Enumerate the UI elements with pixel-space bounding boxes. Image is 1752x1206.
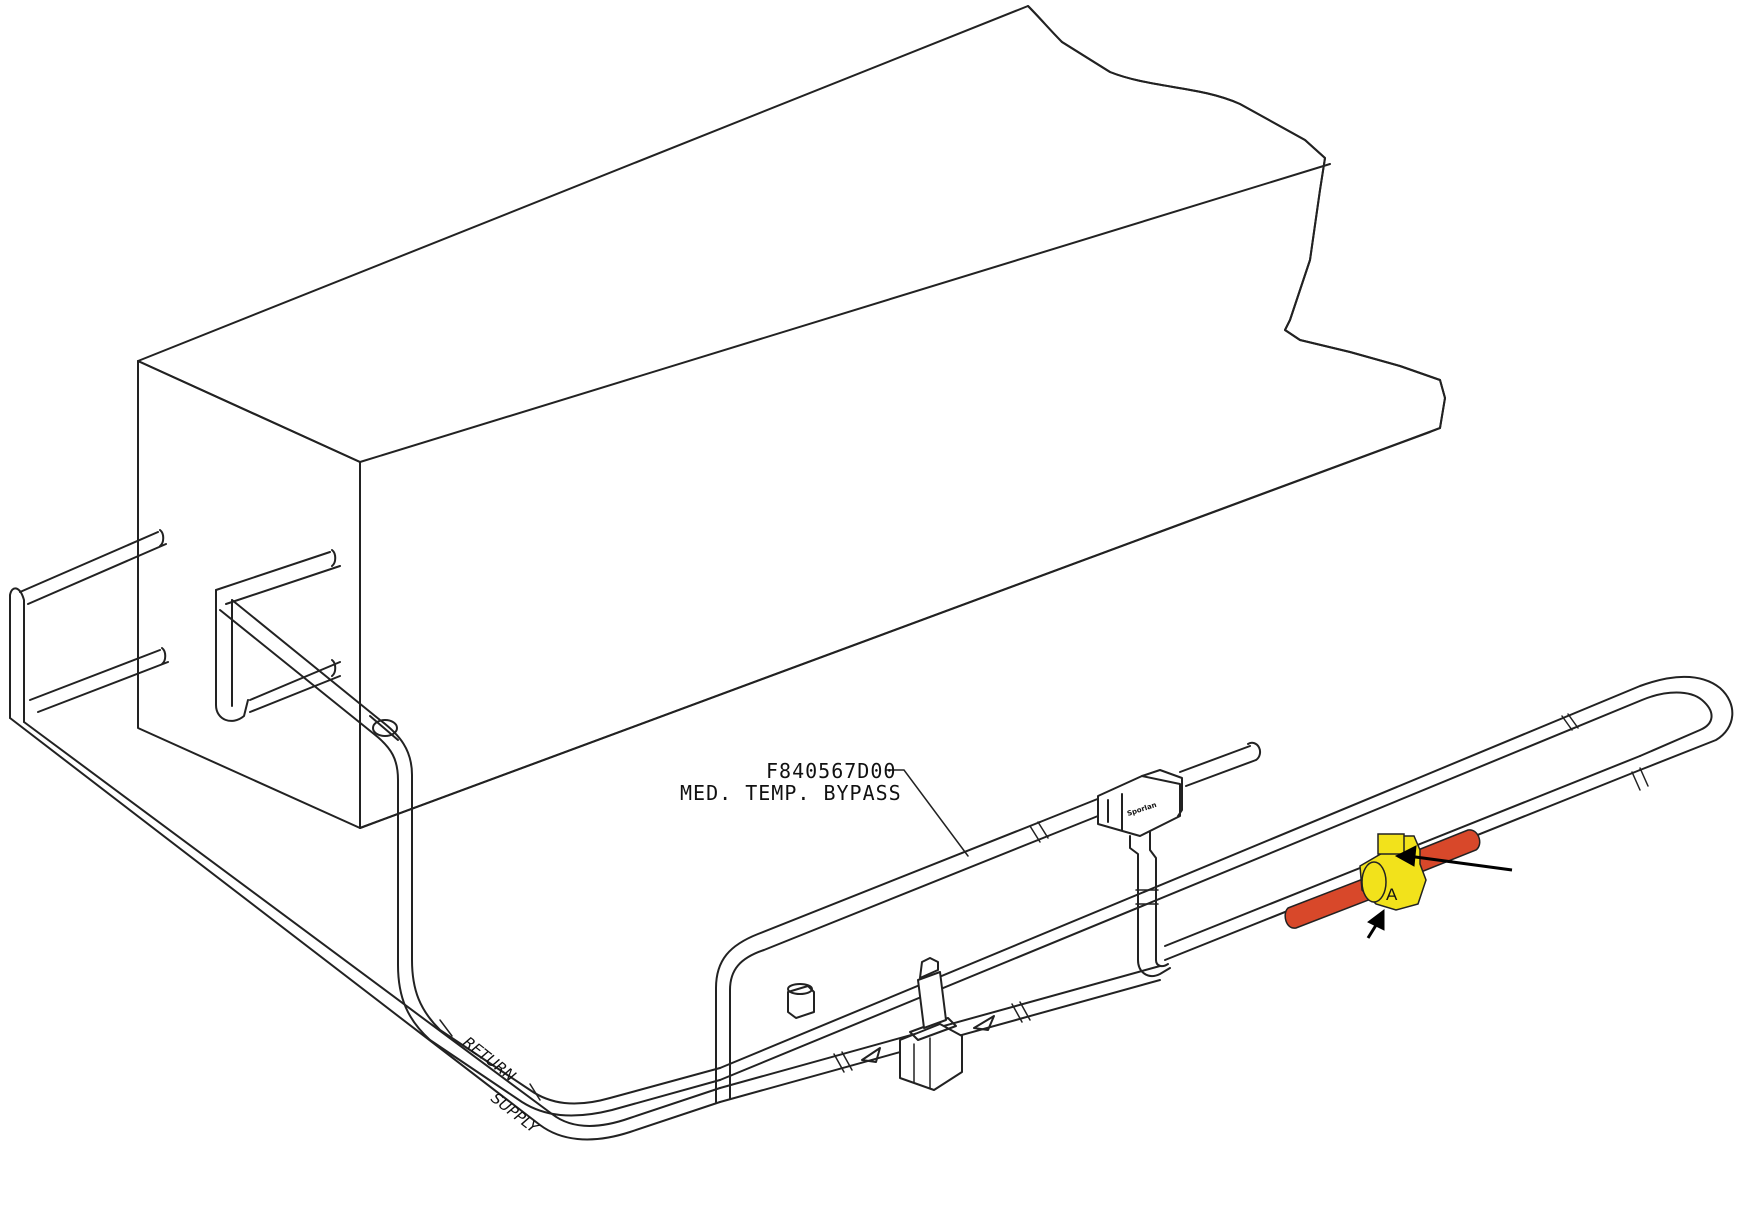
callout-part-number: F840567D00: [766, 759, 896, 783]
return-pipe: [219, 599, 721, 1117]
riser-left: [715, 821, 1049, 1103]
valve-a-arrow-upper-head: [1394, 845, 1417, 867]
valve-a-pipe-right: [1407, 829, 1481, 875]
return-pipe-lower: [219, 609, 721, 1117]
branch-collar: [1029, 821, 1049, 843]
loop-upper-run: [719, 675, 1734, 1069]
coil-connections-left: [9, 529, 721, 1141]
bypass-valve-tee: Sporlan: [1097, 769, 1183, 978]
flow-arrow-1: [861, 1047, 881, 1063]
coil-bend-middle: [215, 589, 249, 722]
supply-pipe-diagonal: [9, 717, 721, 1141]
coil-stub-lower-mid: [249, 659, 341, 713]
t-right-stub: [1179, 741, 1262, 787]
evaporator-case: [137, 5, 1446, 829]
valve-a-cap: [1377, 833, 1405, 855]
valve-a: A: [1284, 829, 1513, 939]
tee-flats: [1107, 793, 1123, 831]
case-bottom-edge: [359, 427, 1441, 829]
tee-drop: [1129, 831, 1157, 961]
callout-description: MED. TEMP. BYPASS: [680, 781, 902, 805]
return-pipe-upper: [231, 599, 721, 1105]
lower-collar-1: [833, 1051, 853, 1073]
loop-collar-1: [1561, 713, 1579, 731]
coil-stub-upper: [19, 529, 167, 605]
access-fitting-top: [787, 983, 813, 995]
tee-drop-collar: [1135, 889, 1159, 905]
bypass-loop-pipe: [719, 675, 1734, 1081]
callout-leader: [885, 769, 969, 857]
return-joint-1: [439, 1019, 453, 1037]
case-break-edge: [1027, 5, 1446, 429]
valve-a-arrow-upper: [1407, 854, 1513, 872]
valve-a-arrow-lower-head: [1367, 909, 1385, 931]
solenoid-body: [899, 1023, 963, 1091]
solenoid-flats: [913, 1037, 931, 1089]
access-fitting: [787, 983, 815, 1019]
supply-branch: [715, 741, 1262, 1103]
valve-a-letter: A: [1386, 885, 1398, 904]
flow-arrow-2: [973, 1015, 995, 1031]
bypass-callout: F840567D00 MED. TEMP. BYPASS: [680, 759, 969, 857]
left-frame-pipe: [9, 587, 25, 723]
solenoid-cap: [919, 957, 939, 979]
solenoid-valve: [899, 957, 963, 1091]
lower-collar-2: [1011, 1001, 1031, 1023]
case-top-edge: [137, 163, 1331, 463]
solenoid-stem: [917, 971, 947, 1029]
return-joint-2: [529, 1083, 541, 1101]
coil-stub-middle: [215, 549, 341, 605]
valve-a-port: [1361, 861, 1387, 903]
return-collar: [372, 719, 398, 737]
return-collar-ring: [369, 715, 399, 741]
loop-lower-run: [719, 691, 1713, 1081]
loop-collar-2: [1631, 767, 1649, 791]
tee-cap: [1141, 769, 1183, 817]
return-label: RETURN: [460, 1033, 520, 1085]
coil-stub-lower: [29, 647, 169, 713]
